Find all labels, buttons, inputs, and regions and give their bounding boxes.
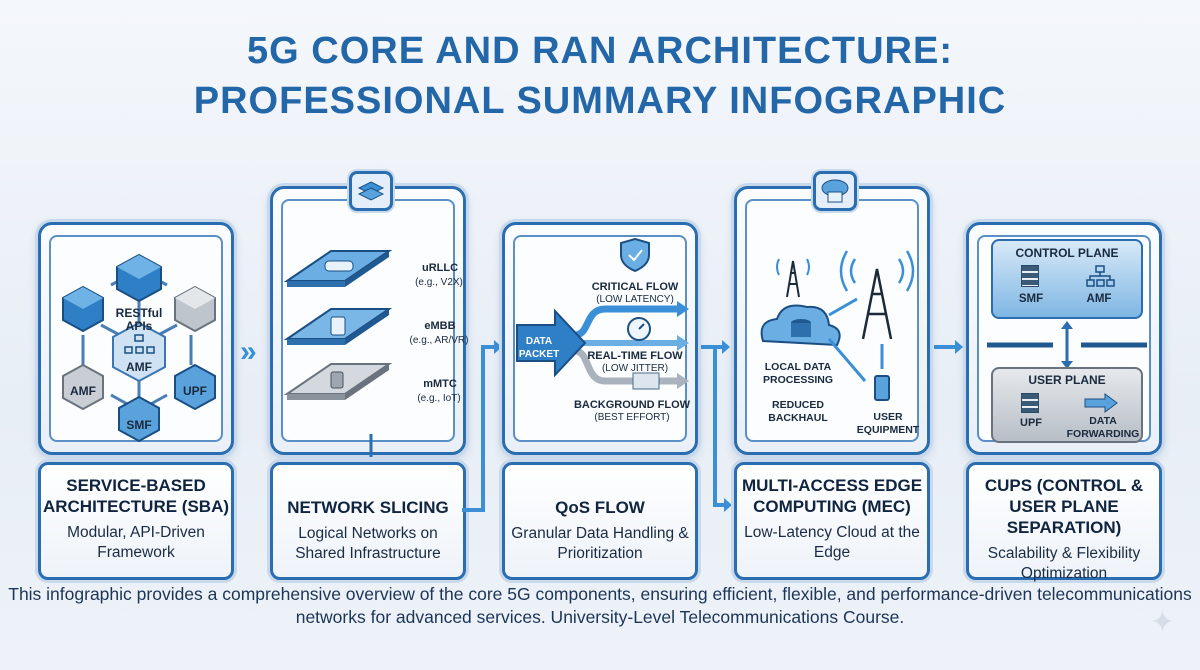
user-plane-label: USER PLANE [1028, 373, 1106, 387]
hierarchy-icon [124, 334, 155, 354]
data-packet-label: DATA PACKET [518, 336, 560, 360]
mec-heading: MULTI-ACCESS EDGE COMPUTING (MEC) [741, 476, 923, 516]
server-icon [1021, 393, 1039, 413]
sba-node-amf: AMF [70, 384, 96, 398]
user-plane-box: USER PLANE UPF DATA FORWARDING [991, 367, 1143, 443]
network-slicing-heading: NETWORK SLICING [287, 498, 449, 517]
phone-icon [874, 375, 890, 401]
chevron-right-icon: » [240, 335, 257, 368]
footer-text: This infographic provides a comprehensiv… [8, 584, 1192, 627]
qos-flow-description: Granular Data Handling & Prioritization [511, 525, 689, 562]
control-plane-box: CONTROL PLANE SMF AMF [991, 239, 1143, 319]
title-line-2: PROFESSIONAL SUMMARY INFOGRAPHIC [193, 80, 1007, 122]
user-upf: UPF [1020, 417, 1042, 429]
slice-embb-example: (e.g., AR/VR) [409, 335, 469, 346]
server-icon [1021, 265, 1039, 287]
sba-card: RESTful APIs AMF AMF UPF SMF [38, 222, 234, 455]
sba-node-smf: SMF [126, 418, 152, 432]
arrow-right-icon [1084, 393, 1118, 413]
large-tower-icon [839, 250, 915, 340]
sba-heading: SERVICE-BASED ARCHITECTURE (SBA) [42, 476, 230, 516]
control-smf: SMF [1018, 293, 1044, 305]
reduced-backhaul-label: REDUCED BACKHAUL [768, 399, 828, 424]
layers-icon [349, 171, 393, 211]
sba-label-box: SERVICE-BASED ARCHITECTURE (SBA) Modular… [38, 462, 234, 580]
sba-diagram [62, 253, 216, 443]
tablet-icon [330, 316, 346, 336]
sba-center-amf: AMF [126, 360, 152, 374]
mec-description: Low-Latency Cloud at the Edge [744, 524, 920, 561]
shield-icon [620, 237, 650, 273]
title-line-1: 5G CORE AND RAN ARCHITECTURE: [247, 30, 953, 72]
cube-icon [116, 253, 162, 303]
car-icon [324, 260, 354, 272]
critical-flow-note: (LOW LATENCY) [596, 294, 674, 305]
plane-separator [987, 321, 1147, 369]
background-flow-name: BACKGROUND FLOW [573, 399, 691, 411]
sba-description: Modular, API-Driven Framework [67, 524, 205, 561]
network-slicing-description: Logical Networks on Shared Infrastructur… [295, 525, 441, 562]
realtime-flow-name: REAL-TIME FLOW [587, 350, 683, 362]
slice-embb-name: eMBB [424, 320, 456, 332]
qos-flow-card: DATA PACKET CRITICAL FLOW (LOW LATENCY) … [502, 222, 698, 455]
restful-apis-label: RESTful APIs [115, 306, 163, 333]
slice-mmtc-name: mMTC [423, 378, 457, 390]
qos-flow-heading: QoS FLOW [555, 498, 645, 517]
local-processing-label: LOCAL DATA PROCESSING [762, 361, 833, 386]
cups-label-box: CUPS (CONTROL & USER PLANE SEPARATION) S… [966, 462, 1162, 582]
user-equipment-label: USER EQUIPMENT [856, 411, 920, 436]
data-packet-arrow [516, 308, 587, 378]
small-tower-icon [776, 258, 810, 298]
cups-description: Scalability & Flexibility Optimization [987, 545, 1141, 582]
realtime-flow-note: (LOW JITTER) [601, 363, 669, 374]
data-forwarding-label: DATA FORWARDING [1066, 415, 1140, 440]
hierarchy-icon [1086, 265, 1115, 287]
mec-diagram [760, 250, 915, 401]
cups-heading: CUPS (CONTROL & USER PLANE SEPARATION) [984, 476, 1144, 537]
sba-node-upf: UPF [183, 384, 207, 398]
slice-mmtc-example: (e.g., IoT) [417, 393, 461, 404]
sparkle-icon: ✦ [1150, 606, 1176, 639]
slice-urllc-name: uRLLC [421, 262, 459, 274]
network-slicing-card: uRLLC (e.g., V2X) eMBB (e.g., AR/VR) mMT… [270, 171, 469, 457]
cups-card: CONTROL PLANE SMF AMF USER PLANE UPF DAT… [966, 222, 1162, 455]
qos-diagram [516, 237, 689, 390]
mec-card: LOCAL DATA PROCESSING REDUCED BACKHAUL U… [734, 171, 930, 455]
sensor-icon [330, 371, 344, 389]
slicing-diagram [283, 250, 393, 457]
background-flow-note: (BEST EFFORT) [594, 412, 670, 423]
qos-flow-label-box: QoS FLOW Granular Data Handling & Priori… [502, 462, 698, 580]
queue-icon [632, 372, 660, 390]
critical-flow-name: CRITICAL FLOW [591, 281, 679, 293]
slice-urllc-example: (e.g., V2X) [415, 277, 463, 288]
mec-label-box: MULTI-ACCESS EDGE COMPUTING (MEC) Low-La… [734, 462, 930, 580]
cloud-server-icon [813, 171, 857, 211]
network-slicing-label-box: NETWORK SLICING Logical Networks on Shar… [270, 462, 466, 580]
control-amf: AMF [1086, 293, 1112, 305]
control-plane-label: CONTROL PLANE [1015, 246, 1119, 260]
